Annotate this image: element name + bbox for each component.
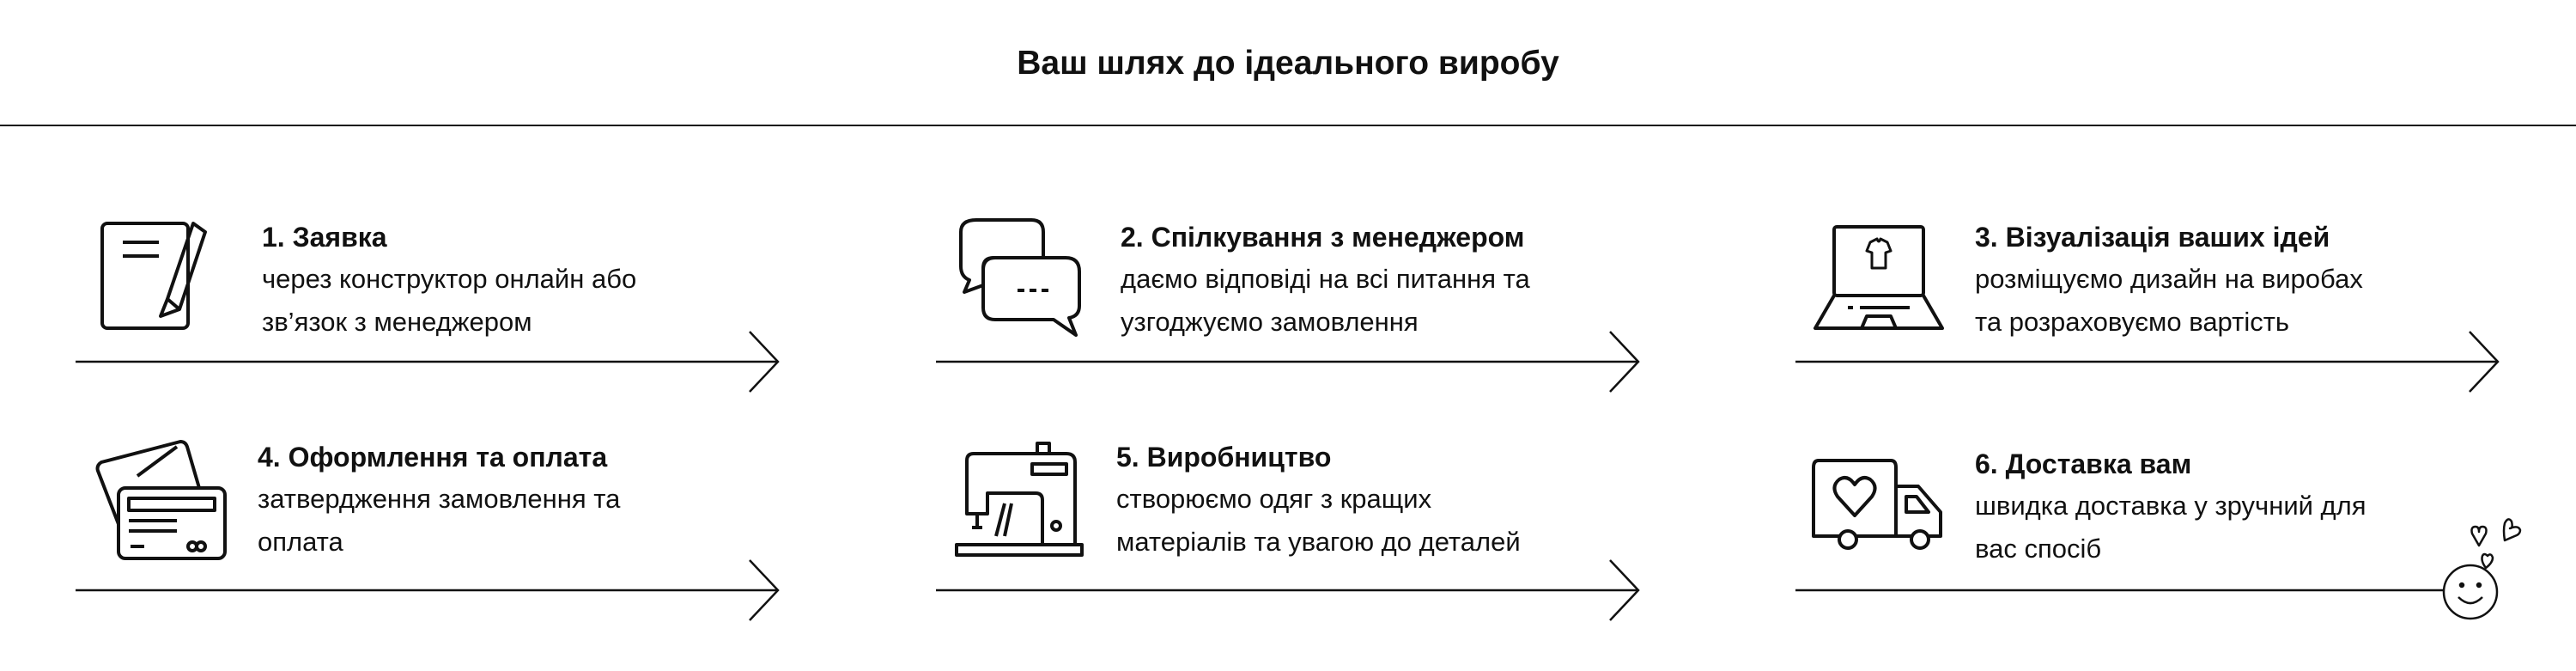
arrow-connector [1795,331,2500,393]
delivery-truck-icon [1812,459,1942,550]
step-6: 6. Доставка вам швидка доставка у зручни… [1812,447,2567,576]
chat-bubbles-icon [959,218,1081,337]
laptop-tshirt-icon [1814,225,1944,330]
payment-cards-icon [95,440,227,560]
arrow-connector [936,559,1640,621]
form-pencil-icon [100,222,207,330]
smiley-hearts-icon [2442,518,2522,620]
arrow-connector [936,331,1640,393]
arrow-connector [76,331,780,393]
step-heading: 2. Спілкування з менеджером [1121,222,1525,253]
sewing-machine-icon [955,442,1084,557]
step-heading: 5. Виробництво [1116,442,1332,473]
step-3: 3. Візуалізація ваших ідей розміщуємо ди… [1812,220,2567,349]
page-title: Ваш шлях до ідеального виробу [1017,45,1559,82]
final-line [1795,589,2443,592]
step-heading: 1. Заявка [262,222,387,253]
step-2: 2. Спілкування з менеджером даємо відпов… [957,218,1713,349]
title-divider [0,125,2576,126]
step-heading: 4. Оформлення та оплата [258,442,608,473]
step-heading: 3. Візуалізація ваших ідей [1975,222,2330,253]
step-heading: 6. Доставка вам [1975,448,2192,479]
arrow-connector [76,559,780,621]
step-4: 4. Оформлення та оплата затвердження зам… [94,440,850,569]
